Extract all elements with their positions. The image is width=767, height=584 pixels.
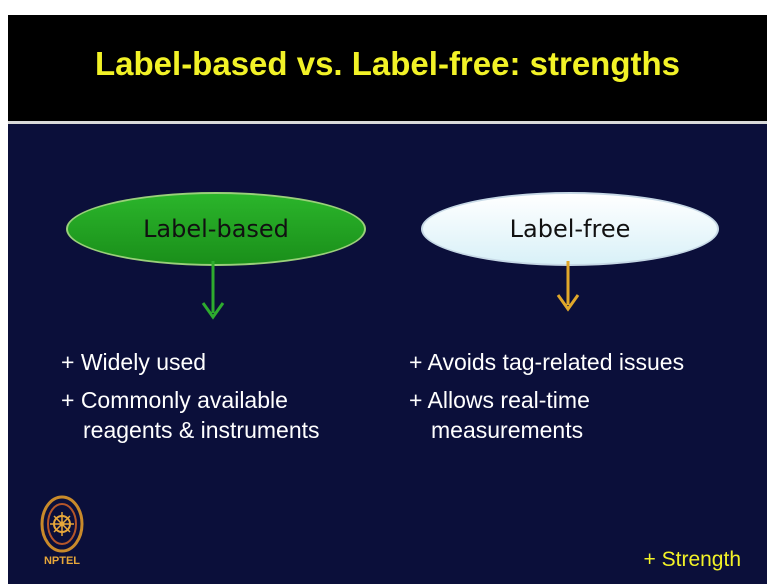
list-item: + Avoids tag-related issues bbox=[409, 347, 684, 377]
label-free-strengths: + Avoids tag-related issues + Allows rea… bbox=[409, 347, 684, 453]
title-bar: Label-based vs. Label-free: strengths bbox=[8, 15, 767, 121]
list-item: + Commonly available reagents & instrume… bbox=[61, 385, 320, 445]
label-free-heading: Label-free bbox=[509, 215, 631, 243]
label-based-ellipse: Label-based bbox=[66, 192, 366, 266]
list-item: + Widely used bbox=[61, 347, 320, 377]
label-free-ellipse: Label-free bbox=[421, 192, 719, 266]
bullet-text: + Avoids tag-related issues bbox=[409, 349, 685, 375]
bullet-text: + Commonly available bbox=[61, 387, 288, 413]
green-down-arrow-icon bbox=[201, 261, 225, 320]
orange-down-arrow-icon bbox=[556, 261, 580, 312]
bullet-text: + Allows real-time bbox=[409, 387, 590, 413]
bullet-continuation: measurements bbox=[431, 417, 584, 443]
nptel-logo-text: NPTEL bbox=[43, 555, 81, 567]
list-item: + Allows real-time measurements bbox=[409, 385, 684, 445]
bullet-continuation: reagents & instruments bbox=[83, 417, 320, 443]
label-based-heading: Label-based bbox=[143, 215, 289, 243]
nptel-logo: NPTEL bbox=[36, 495, 88, 575]
strength-legend: + Strength bbox=[643, 548, 741, 571]
nptel-emblem-icon bbox=[40, 495, 84, 553]
label-based-strengths: + Widely used + Commonly available reage… bbox=[61, 347, 320, 453]
bullet-text: + Widely used bbox=[61, 349, 207, 375]
slide: Label-based vs. Label-free: strengths La… bbox=[8, 15, 767, 584]
slide-title: Label-based vs. Label-free: strengths bbox=[95, 45, 680, 82]
title-divider bbox=[8, 121, 767, 124]
